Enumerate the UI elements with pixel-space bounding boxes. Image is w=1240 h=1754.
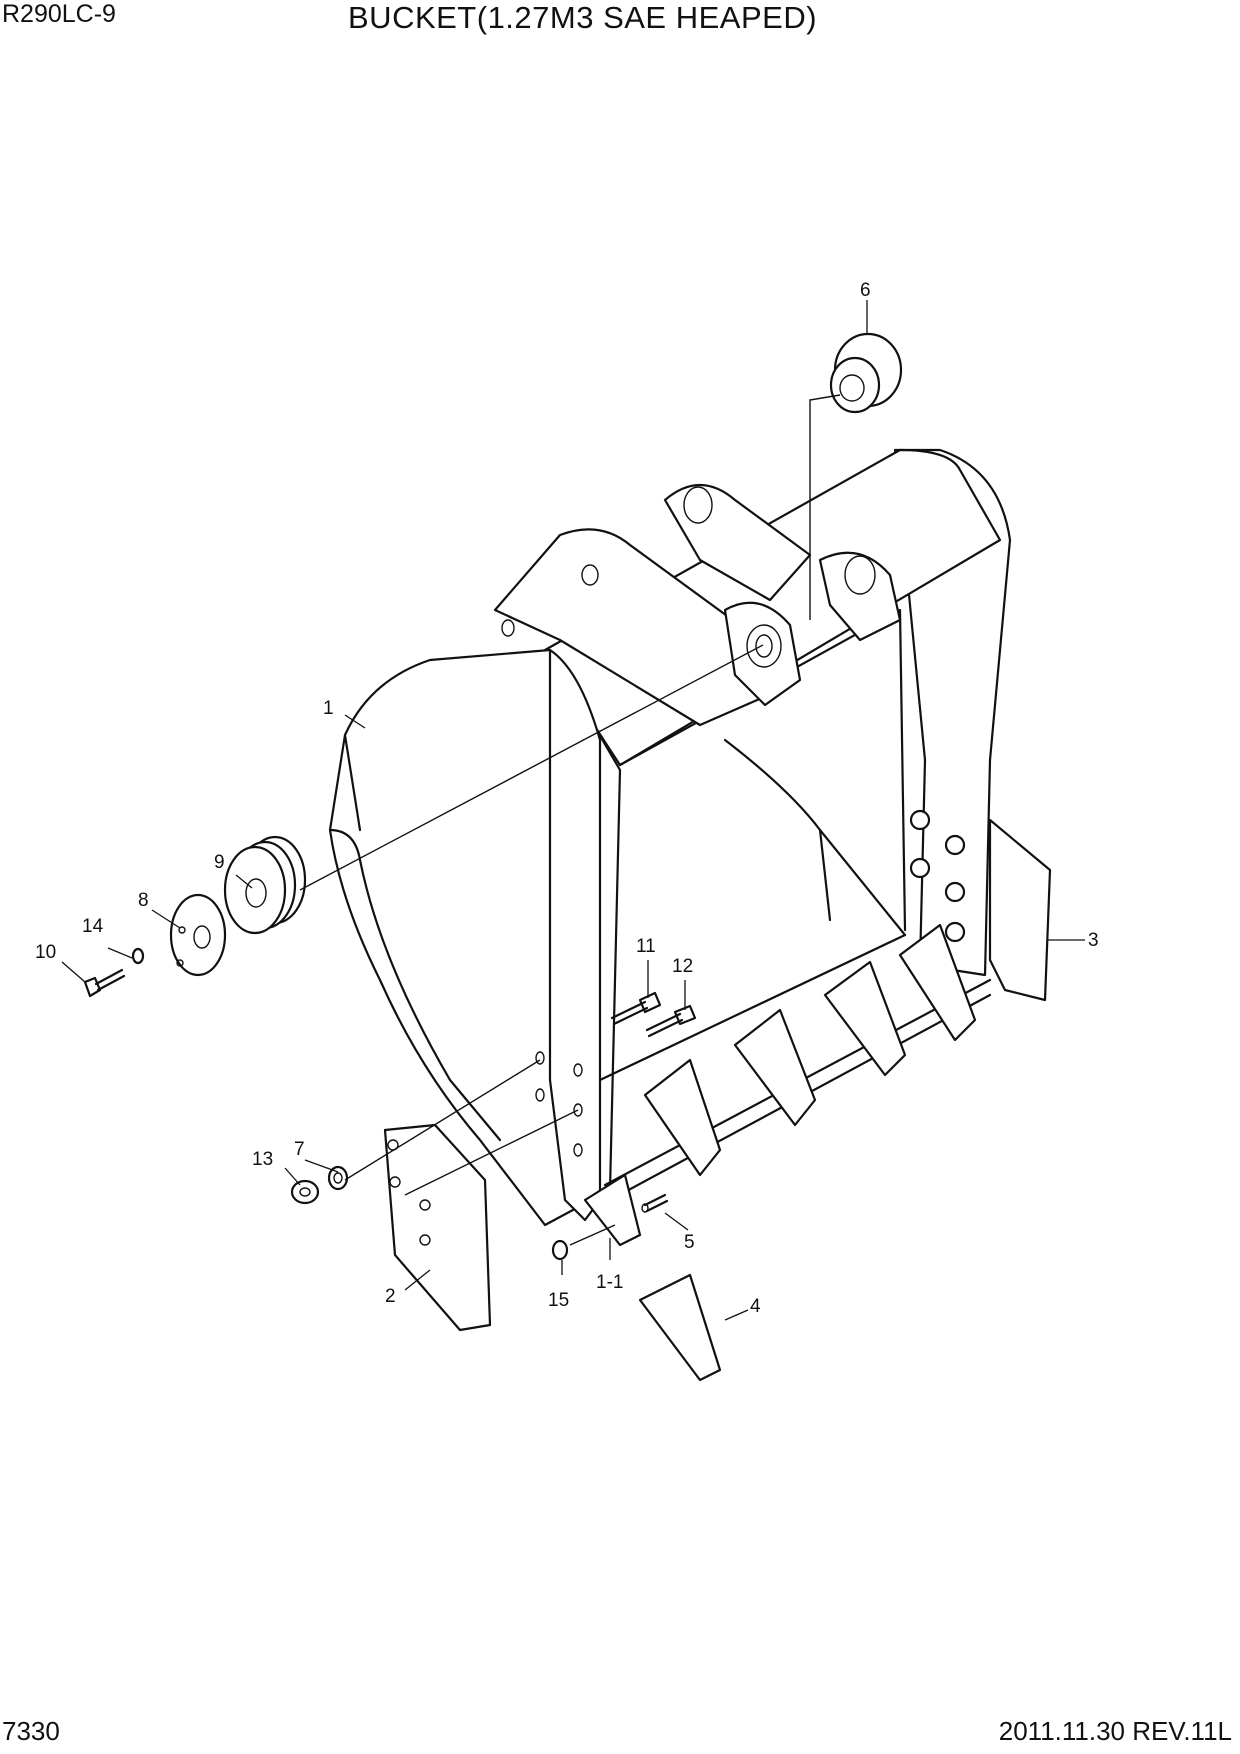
revision-date: 2011.11.30 REV.11L bbox=[998, 1716, 1232, 1746]
retainer-plate bbox=[169, 893, 227, 977]
page-number: 7330 bbox=[2, 1716, 60, 1746]
side-bolt-heads bbox=[909, 809, 966, 943]
callout-1: 1 bbox=[323, 698, 334, 719]
washer-14 bbox=[131, 947, 145, 965]
bolt-10 bbox=[83, 968, 126, 998]
bucket-body bbox=[328, 448, 1012, 1227]
callout-labels: 6 1 9 8 14 10 11 12 3 7 13 2 5 4 1-1 15 bbox=[35, 280, 1099, 1317]
model-number: R290LC-9 bbox=[2, 0, 116, 28]
bolt-11 bbox=[610, 991, 662, 1026]
teeth-row bbox=[583, 923, 977, 1247]
shim-stack bbox=[223, 835, 307, 935]
pin-5 bbox=[641, 1193, 669, 1213]
callout-7: 7 bbox=[294, 1139, 305, 1160]
callout-4: 4 bbox=[750, 1296, 761, 1317]
callout-8: 8 bbox=[138, 890, 149, 911]
callout-2: 2 bbox=[385, 1286, 396, 1307]
callout-leaders bbox=[61, 300, 1085, 1321]
side-cutter-right bbox=[988, 818, 1052, 1002]
callout-3: 3 bbox=[1088, 930, 1099, 951]
nut-13 bbox=[290, 1179, 320, 1205]
callout-5: 5 bbox=[684, 1232, 695, 1253]
callout-9: 9 bbox=[214, 852, 225, 873]
callout-10: 10 bbox=[35, 942, 56, 963]
callout-15: 15 bbox=[548, 1290, 569, 1311]
callout-6: 6 bbox=[860, 280, 871, 301]
bolt-12 bbox=[645, 1004, 697, 1038]
callout-14: 14 bbox=[82, 916, 104, 937]
callout-12: 12 bbox=[672, 956, 693, 977]
callout-13: 13 bbox=[252, 1149, 273, 1170]
bucket-tooth bbox=[638, 1273, 722, 1382]
side-cutter-left bbox=[383, 1123, 492, 1332]
callout-1-1: 1-1 bbox=[596, 1272, 623, 1293]
page-title: BUCKET(1.27M3 SAE HEAPED) bbox=[348, 0, 818, 35]
lock-15 bbox=[551, 1239, 569, 1261]
assembly-lines bbox=[299, 394, 841, 1246]
bushing bbox=[829, 332, 903, 414]
callout-11: 11 bbox=[636, 936, 656, 957]
